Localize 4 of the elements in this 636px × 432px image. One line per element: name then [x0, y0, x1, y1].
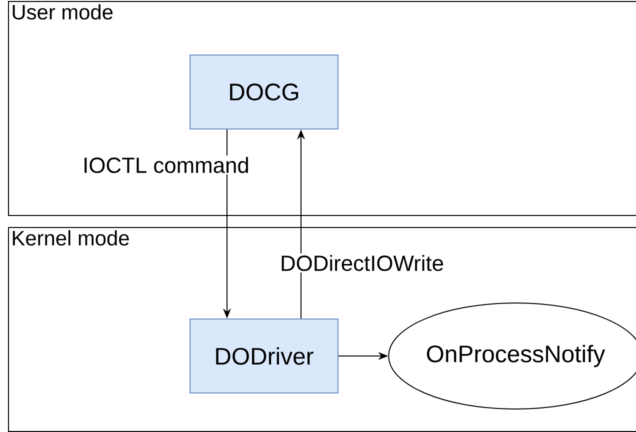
process-box: DOCG: [190, 54, 338, 130]
process-box: DODriver: [190, 318, 338, 394]
edge-label: DODirectIOWrite: [278, 253, 446, 273]
edge-label: IOCTL command: [81, 155, 251, 175]
